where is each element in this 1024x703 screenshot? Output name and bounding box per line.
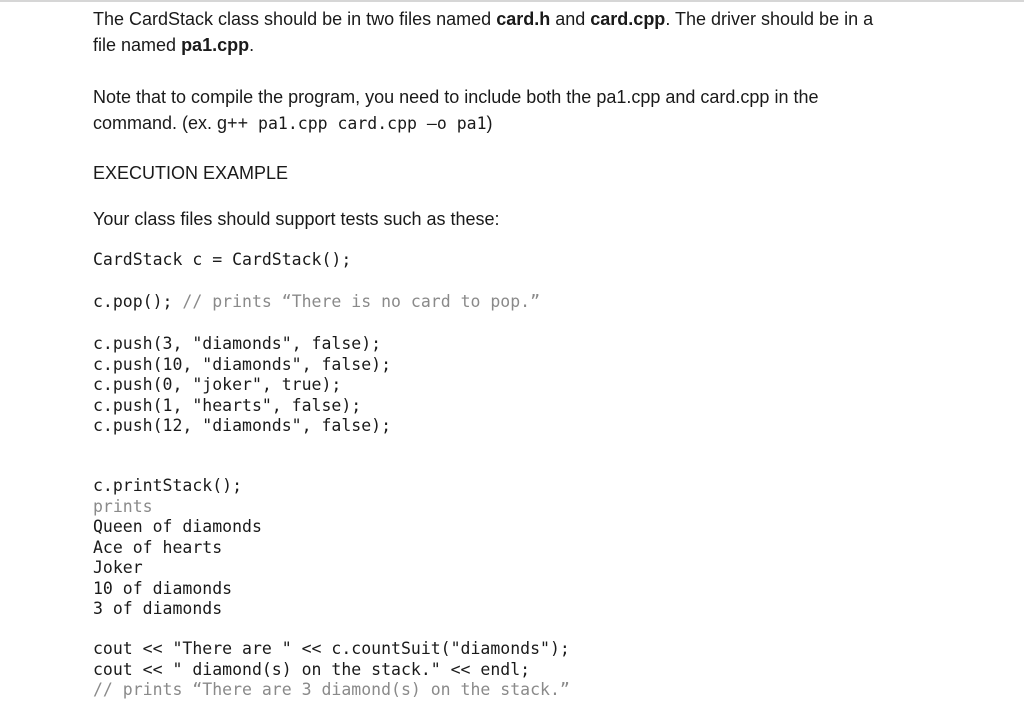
note-line-1: Note that to compile the program, you ne… xyxy=(93,87,819,107)
code-pop: c.pop(); // prints “There is no card to … xyxy=(93,292,540,313)
pop-call: c.pop(); xyxy=(93,292,173,311)
push-line: c.push(12, "diamonds", false); xyxy=(93,416,392,435)
output-line: Ace of hearts xyxy=(93,537,223,557)
print-call: c.printStack(); xyxy=(93,476,243,495)
intro-text-3: . The driver should be in a xyxy=(665,9,874,29)
compile-command: pa1.cpp card.cpp –o pa1 xyxy=(248,114,487,133)
cout-line: cout << "There are " << c.countSuit("dia… xyxy=(93,639,570,658)
push-line: c.push(3, "diamonds", false); xyxy=(93,334,382,353)
code-constructor: CardStack c = CardStack(); xyxy=(93,250,352,269)
compile-note-paragraph: Note that to compile the program, you ne… xyxy=(93,84,818,137)
output-line: Queen of diamonds xyxy=(93,517,262,536)
output-line: Joker xyxy=(93,558,143,577)
push-line: c.push(10, "diamonds", false); xyxy=(93,354,392,374)
output-line: 3 of diamonds xyxy=(93,599,223,618)
push-line: c.push(1, "hearts", false); xyxy=(93,395,362,415)
intro-text-4: file named xyxy=(93,35,182,55)
compile-cmd-gpp: g++ xyxy=(217,113,249,133)
file-card-cpp: card.cpp xyxy=(590,9,666,29)
cout-comment: // prints “There are 3 diamond(s) on the… xyxy=(93,680,570,699)
code-push-block: c.push(3, "diamonds", false);c.push(10, … xyxy=(93,334,391,437)
prints-label: prints xyxy=(93,496,153,516)
tests-intro: Your class files should support tests su… xyxy=(93,209,500,229)
intro-text-1: The CardStack class should be in two fil… xyxy=(93,9,497,29)
intro-text-2: and xyxy=(550,9,591,29)
intro-paragraph: The CardStack class should be in two fil… xyxy=(93,6,873,58)
note-line-2b: ) xyxy=(486,113,493,133)
execution-heading: EXECUTION EXAMPLE xyxy=(93,163,289,183)
file-pa1-cpp: pa1.cpp xyxy=(181,35,250,55)
pop-comment: // prints “There is no card to pop.” xyxy=(172,292,541,311)
push-line: c.push(0, "joker", true); xyxy=(93,375,342,394)
intro-text-5: . xyxy=(249,35,255,55)
cout-line: cout << " diamond(s) on the stack." << e… xyxy=(93,659,531,679)
output-line: 10 of diamonds xyxy=(93,578,233,598)
code-cout-block: cout << "There are " << c.countSuit("dia… xyxy=(93,639,570,701)
note-line-2a: command. (ex. xyxy=(93,113,218,133)
file-card-h: card.h xyxy=(496,9,551,29)
